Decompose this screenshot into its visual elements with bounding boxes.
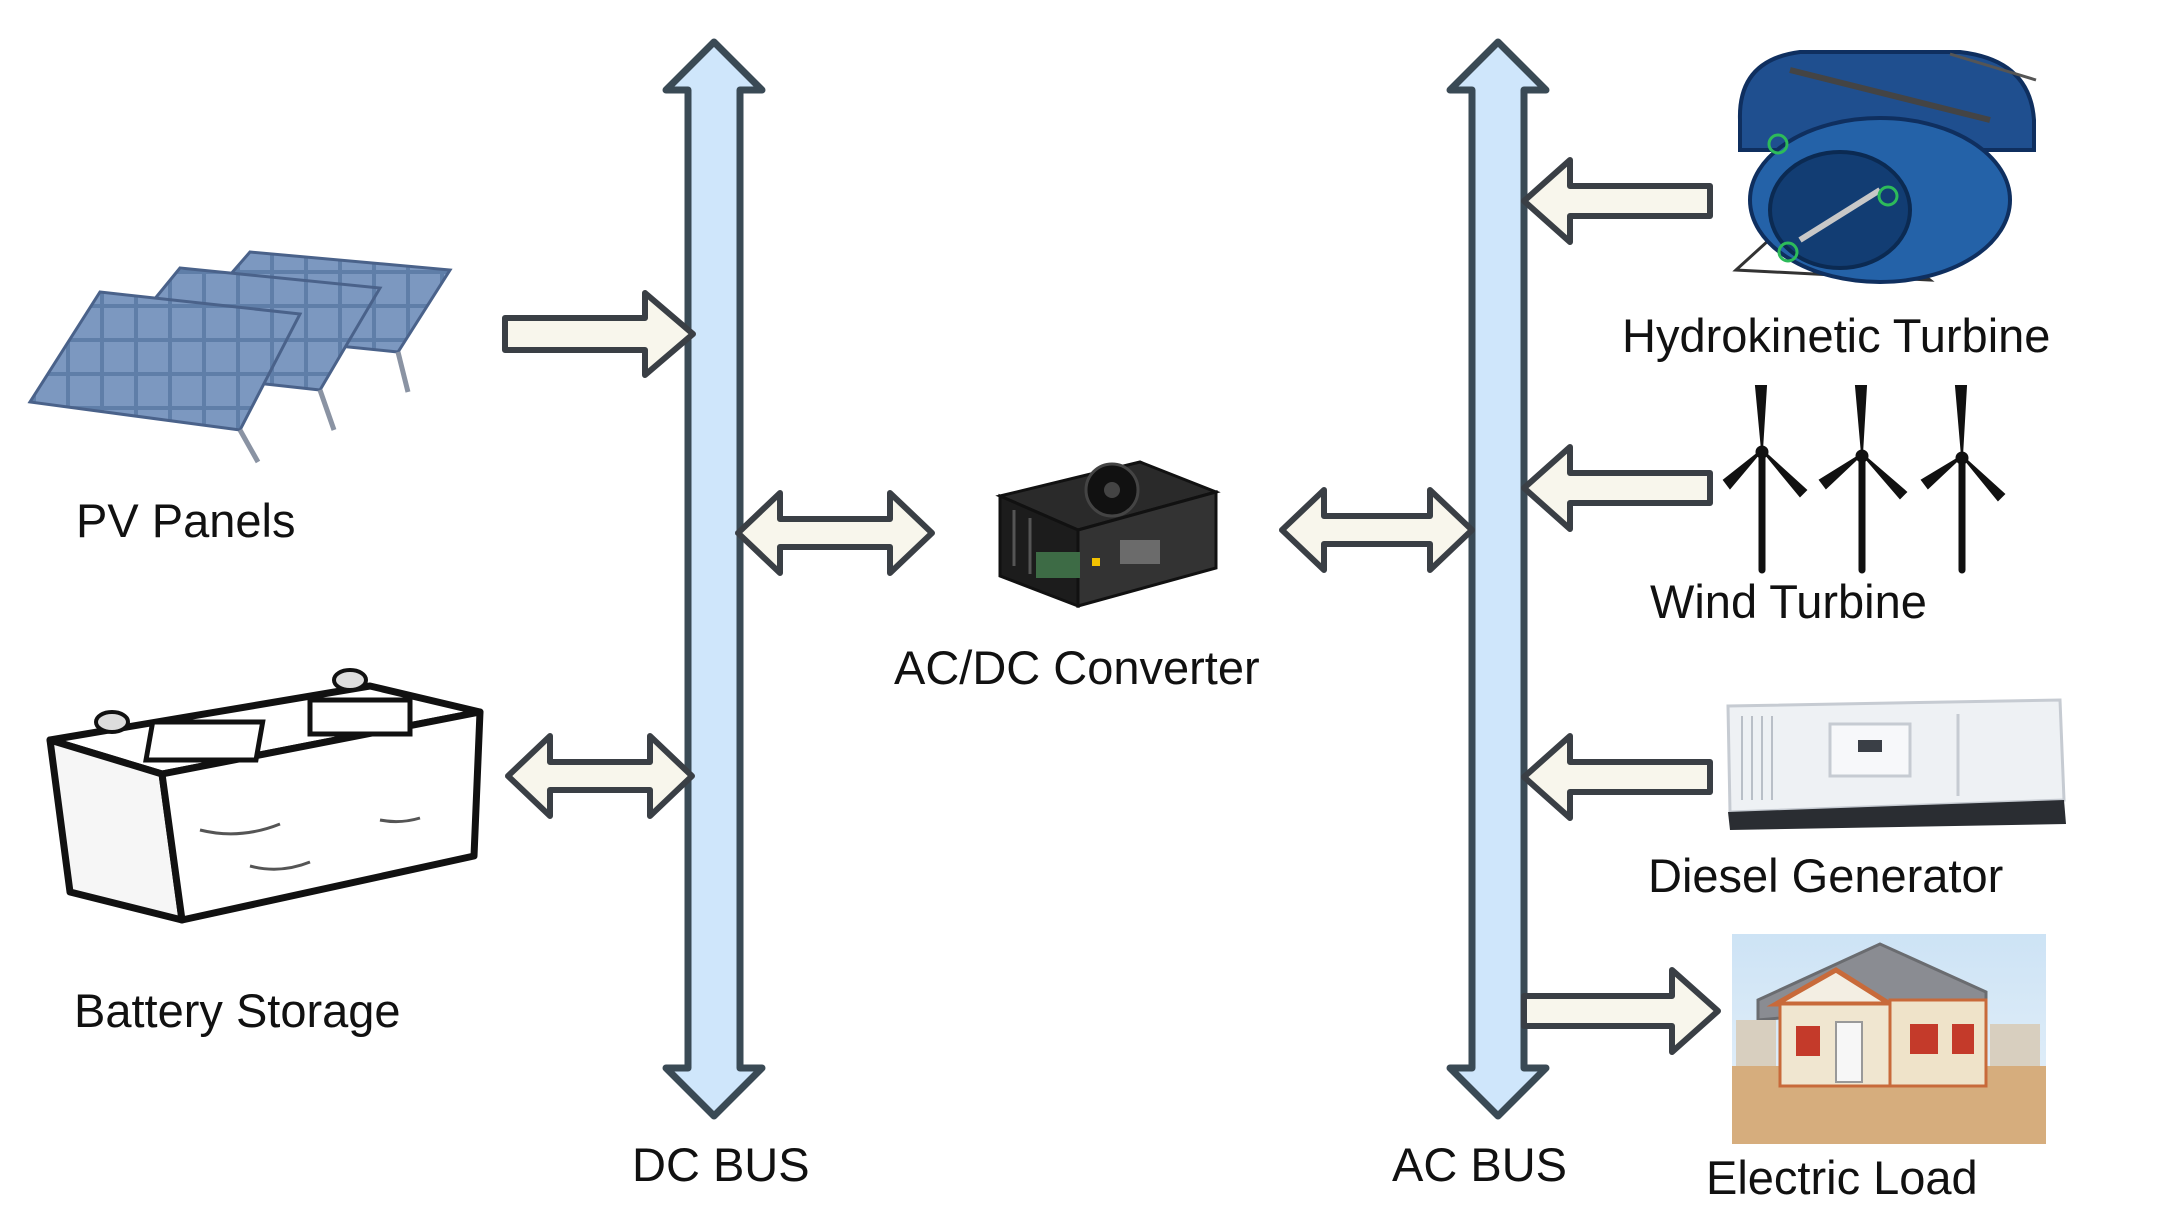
ac-bus-label: AC BUS <box>1392 1138 1567 1191</box>
diesel-generator-label: Diesel Generator <box>1648 849 2004 902</box>
hydrokinetic-turbine-label: Hydrokinetic Turbine <box>1622 309 2051 362</box>
wind-turbine-icon <box>1722 385 2006 574</box>
hydrokinetic-turbine-icon <box>1730 46 2040 286</box>
hydro-to-ac-arrow <box>1521 157 1713 245</box>
ac-to-load-arrow <box>1521 967 1721 1055</box>
converter-icon <box>995 460 1221 609</box>
ac-bus <box>1446 38 1550 1120</box>
converter-ac-double-arrow <box>1279 487 1475 573</box>
dc-bus-label: DC BUS <box>632 1138 810 1191</box>
ac-dc-converter-label: AC/DC Converter <box>894 641 1260 694</box>
house-icon <box>1732 934 2046 1144</box>
pv-to-dc-arrow <box>502 290 696 378</box>
solar-panel-icon <box>27 250 453 464</box>
wind-turbine-label: Wind Turbine <box>1650 575 1927 628</box>
electric-load-label: Electric Load <box>1706 1151 1978 1204</box>
wind-to-ac-arrow <box>1521 444 1713 532</box>
pv-panels-label: PV Panels <box>76 494 296 547</box>
diesel-generator-icon <box>1726 698 2066 830</box>
diesel-to-ac-arrow <box>1521 733 1713 821</box>
battery-icon <box>46 668 484 924</box>
dc-bus <box>662 38 766 1120</box>
battery-storage-label: Battery Storage <box>74 984 401 1037</box>
battery-dc-double-arrow <box>505 733 695 819</box>
dc-converter-double-arrow <box>735 490 935 576</box>
